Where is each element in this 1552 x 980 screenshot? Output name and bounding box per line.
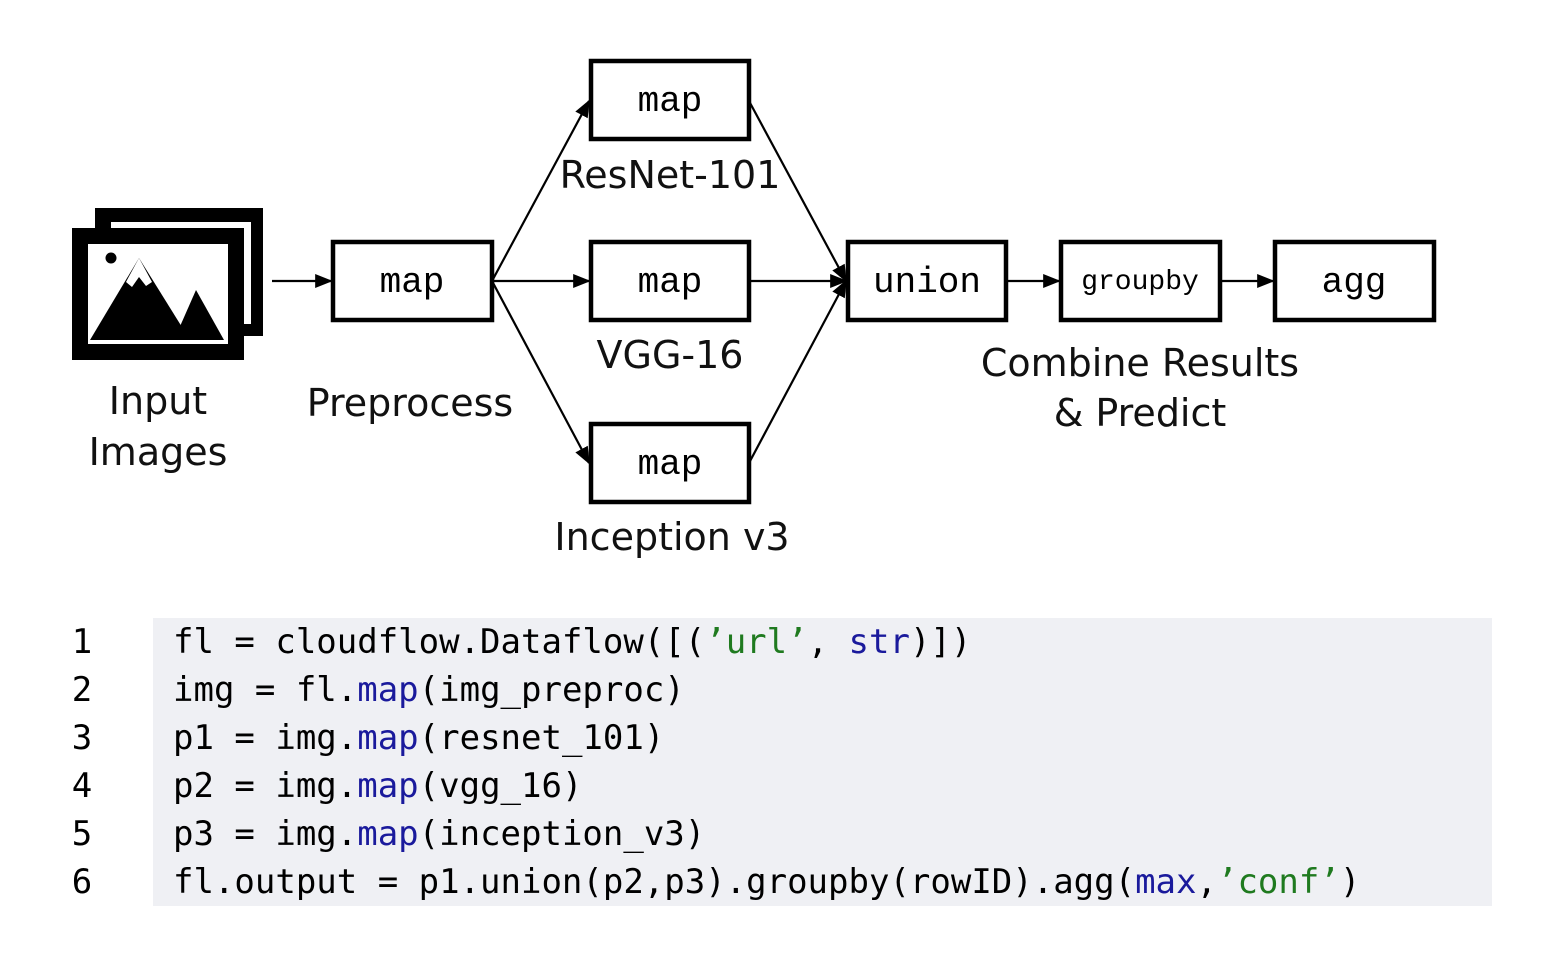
code-text: p1 = img. xyxy=(173,718,358,758)
code-line: fl = cloudflow.Dataflow([(’url’, str)]) xyxy=(173,618,971,666)
inception-box-text: map xyxy=(638,444,703,485)
vgg-node: map xyxy=(588,239,752,323)
combine-label-line1: Combine Results xyxy=(981,341,1299,385)
code-line-number: 3 xyxy=(71,718,93,758)
resnet-box-text: map xyxy=(638,81,703,122)
code-line-number: 4 xyxy=(71,766,93,806)
code-block: fl = cloudflow.Dataflow([(’url’, str)])i… xyxy=(153,618,1492,906)
vgg-box-text: map xyxy=(638,262,703,303)
edges xyxy=(272,99,1275,465)
union-box-text: union xyxy=(873,262,981,303)
code-text: )]) xyxy=(909,622,972,662)
combine-label-line2: & Predict xyxy=(1054,391,1227,435)
code-keyword: map xyxy=(357,766,419,806)
groupby-box-text: groupby xyxy=(1081,267,1199,298)
code-text: img = fl. xyxy=(173,670,358,710)
code-line-number: 2 xyxy=(71,670,93,710)
code-line: p1 = img.map(resnet_101) xyxy=(173,714,664,762)
agg-node: agg xyxy=(1272,239,1437,323)
inception-node: map xyxy=(588,421,752,505)
union-node: union xyxy=(845,239,1009,323)
code-text: (resnet_101) xyxy=(418,718,665,758)
edge-preprocess-resnet xyxy=(491,99,590,282)
code-string: ’url’ xyxy=(705,622,808,662)
code-line: p3 = img.map(inception_v3) xyxy=(173,810,705,858)
code-keyword: map xyxy=(357,718,419,758)
code-line-number: 5 xyxy=(71,814,93,854)
code-line: fl.output = p1.union(p2,p3).groupby(rowI… xyxy=(173,858,1360,906)
agg-box-text: agg xyxy=(1322,262,1387,303)
edge-preprocess-inception xyxy=(491,280,590,465)
pipeline-diagram: Input Images map Preprocess map ResNet-1… xyxy=(72,58,1437,559)
code-text: (vgg_16) xyxy=(418,766,583,806)
code-line: img = fl.map(img_preproc) xyxy=(173,666,685,714)
code-line: p2 = img.map(vgg_16) xyxy=(173,762,582,810)
code-keyword: str xyxy=(848,622,910,662)
code-text: p2 = img. xyxy=(173,766,358,806)
code-keyword: map xyxy=(357,670,419,710)
code-string: ’conf’ xyxy=(1216,862,1340,902)
code-text: (inception_v3) xyxy=(418,814,706,854)
inception-label: Inception v3 xyxy=(554,515,789,559)
code-line-number: 1 xyxy=(71,622,93,662)
code-keyword: map xyxy=(357,814,419,854)
code-line-number: 6 xyxy=(71,862,93,902)
vgg-label: VGG-16 xyxy=(597,333,744,377)
code-text: , xyxy=(807,622,849,662)
code-text: , xyxy=(1196,862,1217,902)
resnet-label: ResNet-101 xyxy=(560,153,781,197)
code-text: fl.output = p1.union(p2,p3).groupby(rowI… xyxy=(173,862,1136,902)
preprocess-box-text: map xyxy=(380,262,445,303)
preprocess-node: map xyxy=(330,239,495,323)
image-stack-icon xyxy=(72,208,263,360)
groupby-node: groupby xyxy=(1058,239,1223,323)
code-keyword: max xyxy=(1135,862,1197,902)
resnet-node: map xyxy=(588,58,752,142)
input-label-line2: Images xyxy=(89,430,228,474)
input-label-line1: Input xyxy=(109,379,207,423)
code-text: ) xyxy=(1339,862,1361,902)
edge-resnet-union xyxy=(748,100,847,283)
code-text: (img_preproc) xyxy=(418,670,685,710)
code-text: p3 = img. xyxy=(173,814,358,854)
edge-inception-union xyxy=(748,279,847,464)
preprocess-label: Preprocess xyxy=(307,381,513,425)
code-text: fl = cloudflow.Dataflow([( xyxy=(173,622,706,662)
